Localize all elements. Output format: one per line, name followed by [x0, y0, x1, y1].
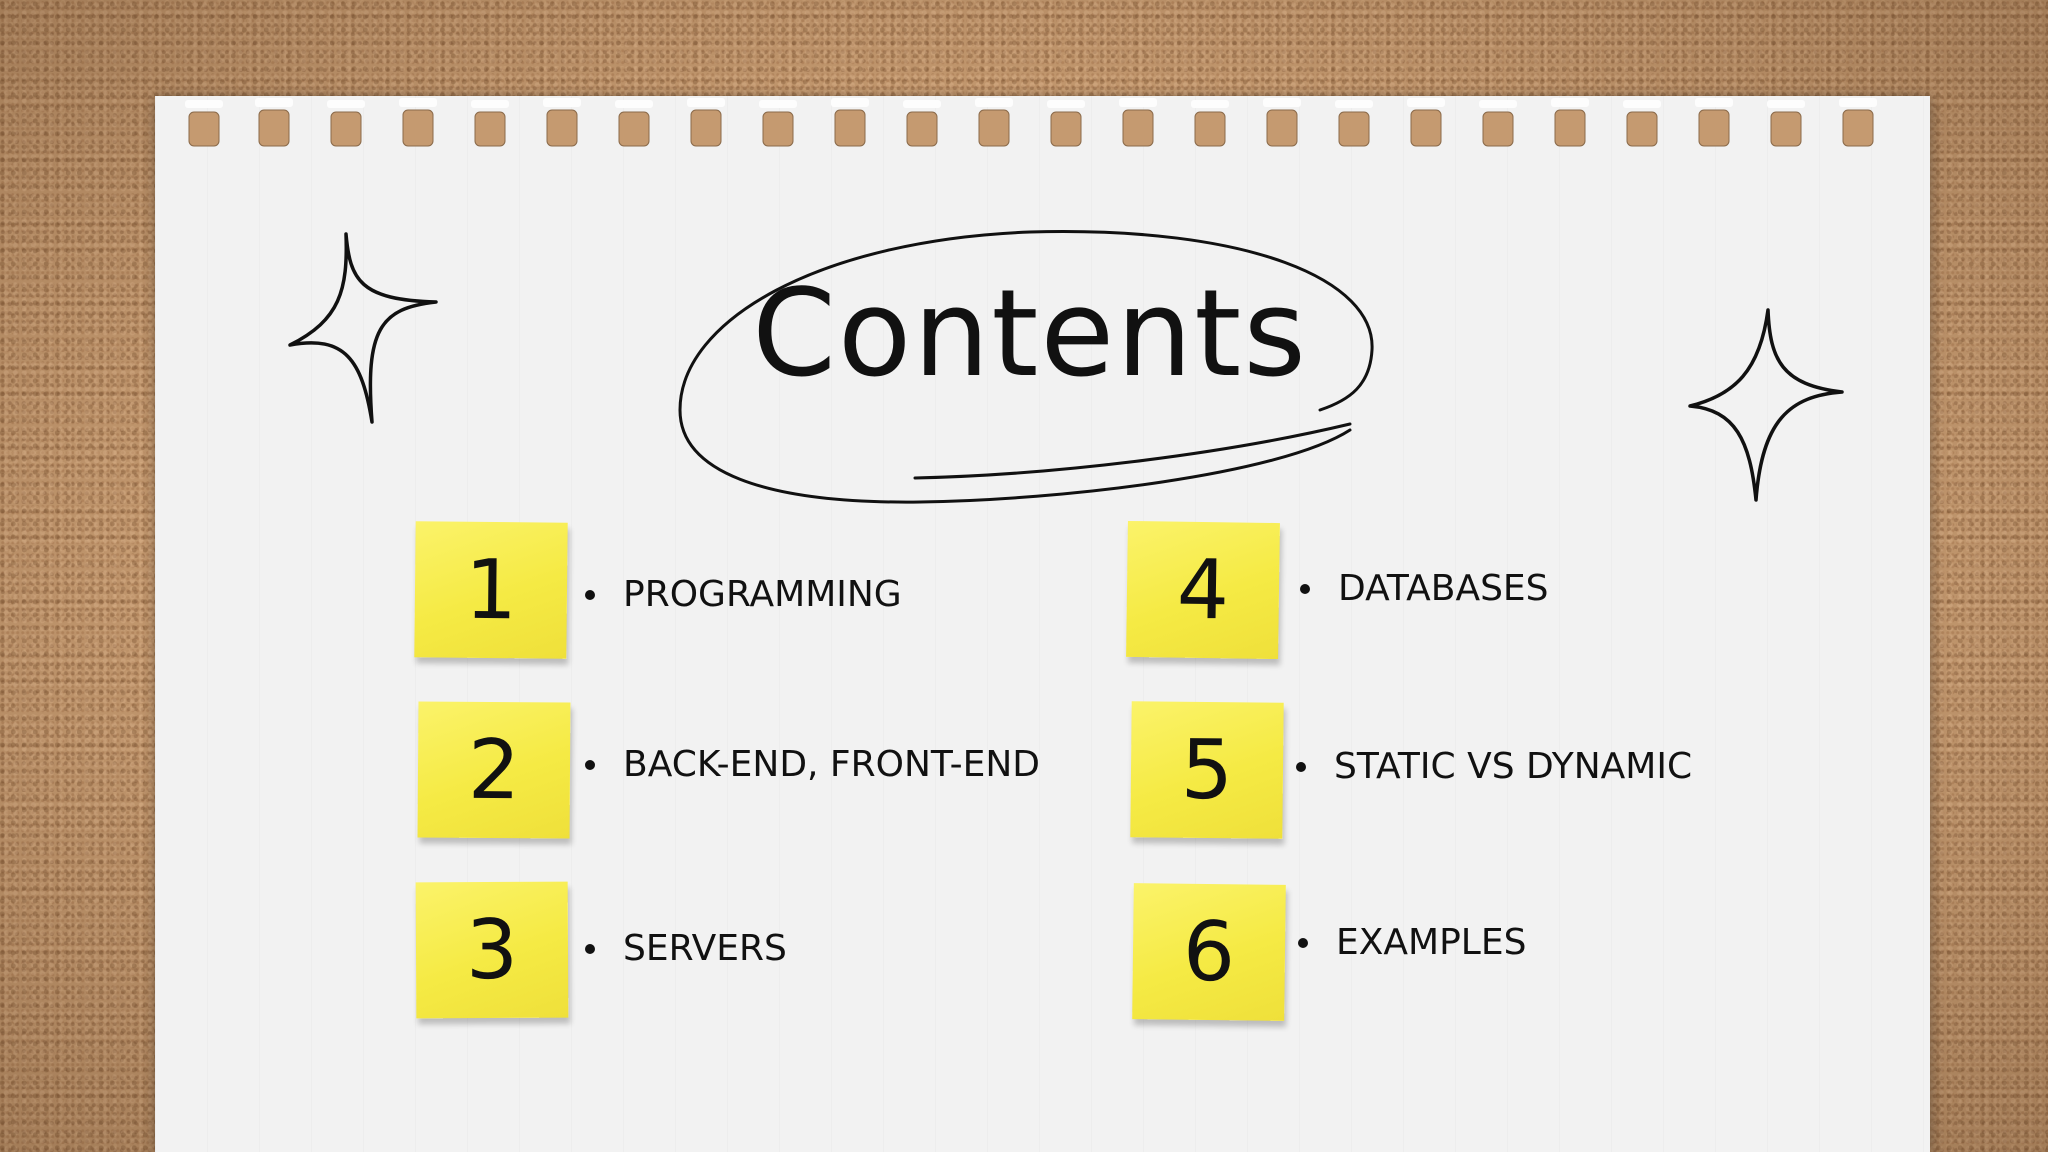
bullet-icon: [1300, 583, 1310, 594]
sticky-note-2: 2: [417, 701, 571, 839]
item-number: 5: [1180, 722, 1234, 818]
sticky-note-6: 6: [1132, 883, 1286, 1021]
bullet-icon: [585, 759, 595, 770]
item-label: SERVERS: [623, 928, 787, 969]
sticky-note-3: 3: [415, 881, 569, 1019]
page-title: Contents: [752, 265, 1308, 404]
item-number: 3: [465, 902, 519, 998]
item-label: PROGRAMMING: [623, 574, 902, 615]
item-label: STATIC VS DYNAMIC: [1334, 746, 1693, 787]
sticky-note-4: 4: [1126, 520, 1280, 660]
bullet-icon: [585, 589, 595, 600]
bullet-icon: [585, 943, 595, 954]
list-item-examples: EXAMPLES: [1298, 922, 1526, 963]
list-item-static-vs-dynamic: STATIC VS DYNAMIC: [1296, 746, 1692, 787]
list-item-databases: DATABASES: [1300, 568, 1549, 609]
list-item-programming: PROGRAMMING: [585, 574, 902, 615]
bullet-icon: [1298, 937, 1308, 948]
list-item-back-end-front-end: BACK-END, FRONT-END: [585, 744, 1040, 785]
torn-spiral-holes: [185, 98, 1877, 147]
bullet-icon: [1296, 761, 1306, 772]
item-label: EXAMPLES: [1336, 922, 1527, 963]
item-label: DATABASES: [1338, 568, 1549, 609]
sticky-note-1: 1: [414, 521, 568, 659]
item-number: 1: [464, 542, 518, 638]
item-number: 4: [1176, 542, 1230, 638]
item-number: 6: [1182, 904, 1236, 1000]
sticky-note-5: 5: [1130, 701, 1284, 839]
item-number: 2: [467, 722, 521, 818]
item-label: BACK-END, FRONT-END: [623, 744, 1040, 785]
list-item-servers: SERVERS: [585, 928, 787, 969]
